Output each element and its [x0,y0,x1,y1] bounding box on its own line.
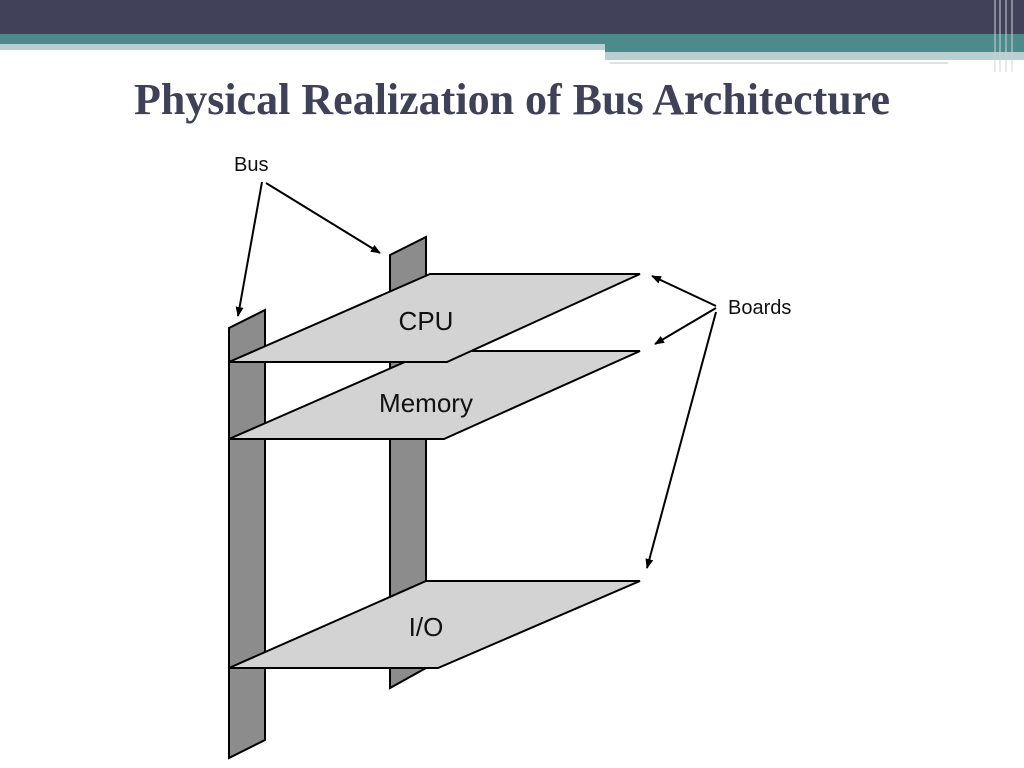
io-board [228,580,641,669]
header-corner-lines [994,0,1013,72]
header-band [0,0,1024,72]
boards-arrow-io [645,311,717,569]
bus-arrow-rear [265,182,381,254]
boards-arrow-cpu [651,275,717,307]
front-bus-post [228,308,266,760]
memory-board-label: Memory [379,388,473,418]
io-board-label: I/O [409,612,444,642]
header-dark-bar [0,0,1024,34]
bus-arrow-front [235,181,263,317]
header-teal-step [605,44,1024,52]
boards-label: Boards [728,297,791,319]
memory-board [228,350,641,440]
header-teal-bar [0,34,1024,44]
cpu-board-label: CPU [399,306,454,336]
bus-label: Bus [234,154,268,176]
slide-title: Physical Realization of Bus Architecture [133,75,891,124]
cpu-board [228,273,641,363]
header-light-bar [0,44,605,50]
header-light-step [605,52,1024,60]
boards-arrow-memory [654,307,717,345]
